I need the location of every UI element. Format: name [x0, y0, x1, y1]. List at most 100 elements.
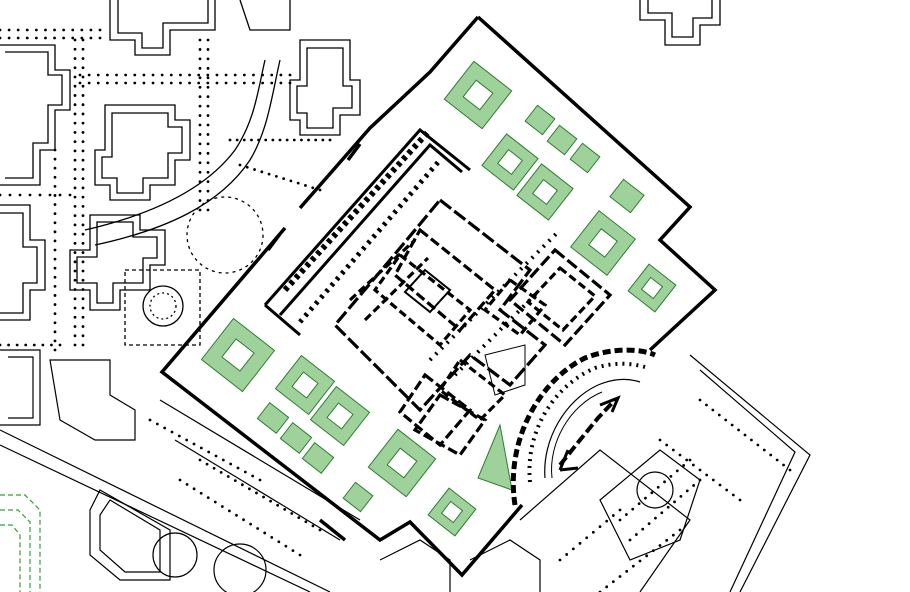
- colonnade-column: [62, 36, 66, 40]
- garden-bed: [279, 422, 313, 454]
- colonnade-column: [206, 208, 210, 212]
- city-block: [639, 0, 721, 46]
- colonnade-column: [647, 522, 651, 526]
- colonnade-column: [81, 297, 85, 301]
- colonnade-column: [16, 36, 20, 40]
- colonnade-column: [242, 138, 246, 142]
- colonnade-column: [73, 167, 77, 171]
- colonnade-column: [585, 536, 589, 540]
- exedra-inner: [544, 378, 641, 479]
- colonnade-column: [192, 442, 196, 446]
- colonnade-column: [207, 450, 211, 454]
- city-block: [689, 354, 811, 592]
- colonnade-column: [73, 241, 77, 245]
- colonnade-column: [637, 502, 641, 506]
- colonnade-column: [624, 513, 628, 516]
- colonnade-column: [691, 463, 695, 467]
- colonnade-column: [185, 438, 189, 442]
- colonnade-column: [81, 214, 85, 218]
- colonnade-column: [98, 28, 102, 32]
- colonnade-column: [206, 95, 210, 99]
- colonnade-column: [198, 76, 202, 80]
- colonnade-column: [206, 170, 210, 174]
- colonnade-column: [248, 487, 251, 491]
- colonnade-column: [666, 505, 670, 509]
- colonnade-column: [0, 193, 2, 197]
- colonnade-column: [671, 448, 675, 452]
- palace-ring: [348, 238, 417, 302]
- colonnade-column: [212, 466, 216, 470]
- colonnade-column: [155, 422, 159, 426]
- colonnade-column: [198, 104, 202, 108]
- colonnade-column: [236, 466, 240, 470]
- colonnade-column: [198, 161, 202, 165]
- colonnade-column: [53, 339, 57, 343]
- colonnade-column: [24, 343, 28, 347]
- colonnade-column: [724, 418, 728, 422]
- colonnade-column: [255, 491, 258, 495]
- palace-court: [437, 357, 508, 423]
- colonnade-column: [743, 433, 747, 437]
- colonnade-column: [769, 453, 773, 457]
- garden-bed: [524, 104, 556, 136]
- colonnade-column: [296, 181, 300, 185]
- colonnade-column: [81, 306, 85, 310]
- colonnade-column: [133, 73, 137, 77]
- garden-court: [443, 60, 513, 130]
- enclosure-gate: [346, 142, 362, 162]
- palace-ring: [392, 227, 498, 333]
- street-band: [0, 444, 311, 592]
- colonnade-column: [115, 81, 118, 85]
- colonnade-column: [73, 38, 77, 42]
- colonnade-column: [206, 151, 210, 155]
- colonnade-column: [73, 140, 77, 144]
- colonnade-column: [81, 121, 85, 125]
- exedra-wall: [510, 347, 657, 506]
- colonnade-column: [38, 193, 42, 197]
- colonnade-column: [206, 180, 210, 184]
- colonnade-column: [197, 81, 201, 85]
- colonnade-column: [105, 73, 109, 77]
- colonnade-column: [160, 81, 164, 85]
- colonnade-column: [276, 503, 280, 507]
- city-block: [109, 0, 216, 56]
- colonnade-column: [178, 478, 182, 482]
- colonnade-column: [81, 343, 85, 347]
- colonnade-column: [199, 491, 203, 495]
- colonnade-column: [179, 81, 182, 85]
- colonnade-column: [34, 36, 38, 40]
- colonnade-column: [206, 81, 210, 85]
- colonnade-column: [206, 496, 210, 500]
- colonnade-column: [73, 343, 77, 347]
- colonnade-column: [206, 142, 210, 146]
- colonnade-column: [220, 505, 224, 508]
- enclosure-gate: [266, 232, 282, 252]
- colonnade-column: [725, 488, 729, 492]
- colonnade-column: [68, 193, 72, 197]
- colonnade-column: [81, 288, 85, 291]
- garden-wedge: [477, 423, 513, 491]
- garden-bed: [569, 142, 601, 174]
- colonnade-column: [318, 188, 322, 192]
- main-enclosure: [159, 15, 718, 578]
- colonnade-column: [198, 114, 202, 117]
- colonnade-column: [304, 184, 307, 187]
- colonnade-column: [611, 580, 615, 584]
- colonnade-column: [50, 343, 53, 347]
- colonnade-column: [0, 343, 2, 347]
- colonnade-column: [224, 81, 228, 85]
- colonnade-column: [692, 484, 696, 487]
- colonnade-column: [737, 428, 740, 432]
- colonnade-column: [206, 104, 210, 108]
- colonnade-column: [179, 73, 182, 77]
- garden-bed: [256, 402, 290, 434]
- exedra: [510, 347, 657, 506]
- colonnade-column: [285, 138, 289, 142]
- colonnade-column: [81, 149, 85, 153]
- colonnade-column: [81, 223, 85, 227]
- colonnade-column: [267, 172, 271, 176]
- exedra-gate: [558, 398, 617, 467]
- colonnade-column: [665, 443, 669, 447]
- colonnade-column: [221, 458, 225, 462]
- colonnade-column: [73, 315, 77, 319]
